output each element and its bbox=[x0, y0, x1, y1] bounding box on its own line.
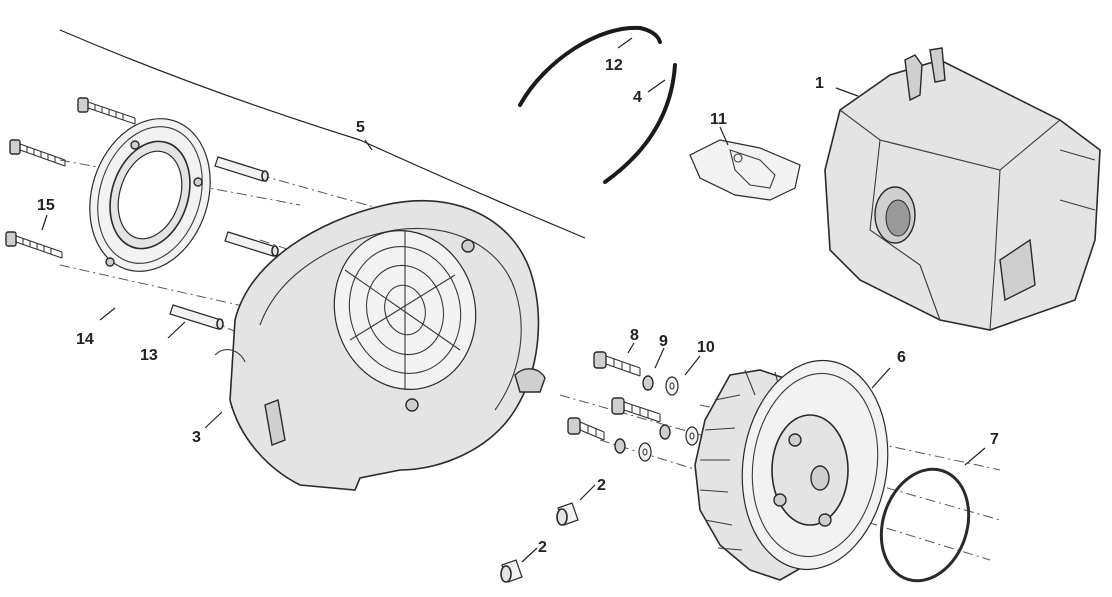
callout-4: 4 bbox=[633, 89, 642, 106]
part-12-cord bbox=[518, 25, 662, 107]
part-3-fan-cowl bbox=[214, 199, 546, 491]
part-5-leader-line bbox=[59, 29, 586, 239]
callout-9: 9 bbox=[659, 333, 668, 350]
screw-mid bbox=[9, 139, 66, 167]
callout-2-upper: 2 bbox=[597, 477, 606, 494]
callout-10: 10 bbox=[697, 339, 715, 356]
callout-5: 5 bbox=[356, 119, 365, 136]
callout-7: 7 bbox=[990, 431, 999, 448]
leader-5 bbox=[364, 139, 373, 151]
part-4-cord bbox=[603, 63, 677, 184]
screw-bottom bbox=[5, 231, 63, 259]
part-2-dowels bbox=[500, 502, 579, 583]
part-8-bolts bbox=[567, 351, 661, 441]
part-1-blower-housing bbox=[824, 47, 1101, 331]
callout-labels: 1 2 2 3 4 5 6 7 8 9 10 11 12 13 14 15 bbox=[37, 57, 999, 556]
callout-13: 13 bbox=[140, 347, 158, 364]
part-15-screws bbox=[5, 97, 136, 259]
part-6-flywheel-fan bbox=[694, 359, 889, 581]
callout-6: 6 bbox=[897, 349, 906, 366]
callout-2-lower: 2 bbox=[538, 539, 547, 556]
part-11-gasket-plate bbox=[689, 139, 801, 201]
callout-8: 8 bbox=[630, 327, 639, 344]
callout-11: 11 bbox=[710, 111, 727, 128]
callout-3: 3 bbox=[192, 429, 201, 446]
part-7-o-ring bbox=[879, 467, 971, 583]
part-14-flange-ring bbox=[89, 118, 211, 272]
callout-leaders bbox=[41, 37, 986, 563]
part-13-dowel-pins bbox=[169, 156, 279, 330]
part-10-flat-washers bbox=[638, 376, 699, 462]
part-9-lock-washers bbox=[614, 375, 671, 454]
callout-14: 14 bbox=[76, 331, 94, 348]
callout-15: 15 bbox=[37, 197, 55, 214]
callout-1: 1 bbox=[815, 75, 824, 92]
callout-12: 12 bbox=[605, 57, 623, 74]
screw-top bbox=[77, 97, 136, 125]
